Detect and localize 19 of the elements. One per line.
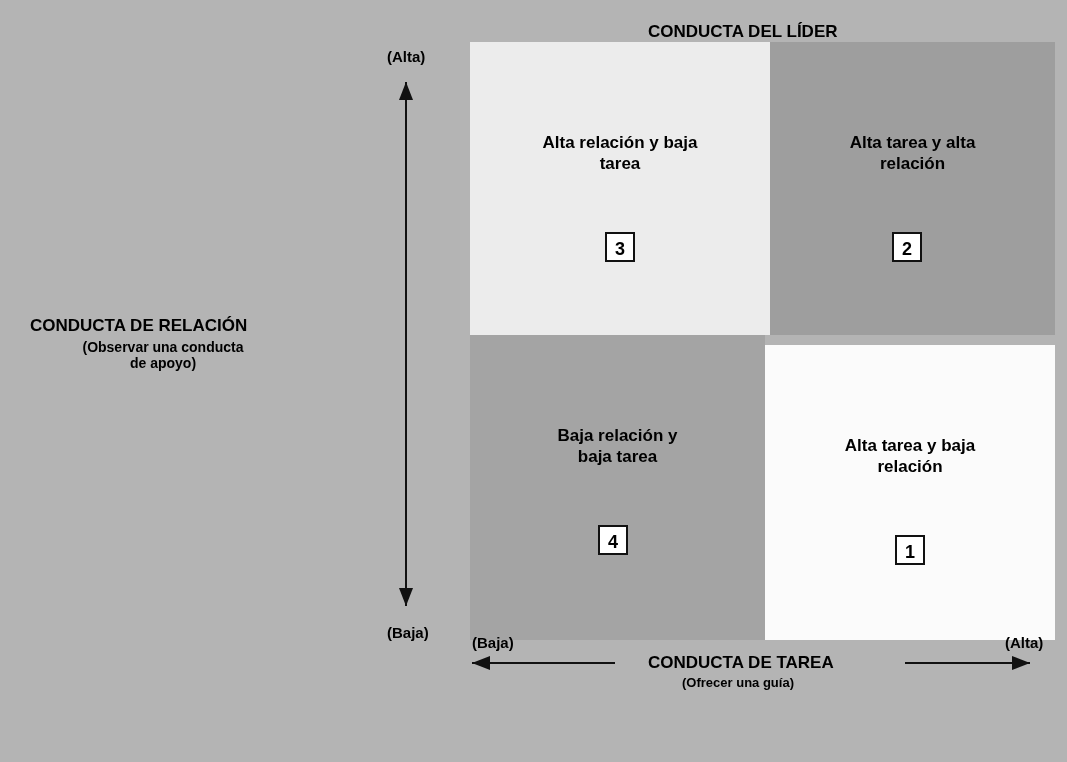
quadrant-number: 3	[605, 232, 635, 262]
axis-subtitle: (Ofrecer una guía)	[682, 675, 794, 690]
axis-end-label: (Alta)	[1005, 634, 1044, 651]
quadrant-label: Alta tarea y baja relación	[843, 435, 977, 477]
quadrant-number: 4	[598, 525, 628, 555]
quadrant-number: 1	[895, 535, 925, 565]
heading: CONDUCTA DEL LÍDER	[648, 22, 838, 42]
quadrant-number: 2	[892, 232, 922, 262]
axis-end-label: (Alta)	[387, 48, 426, 65]
axis-subtitle: (Observar una conducta de apoyo)	[81, 339, 245, 371]
axis-end-label: (Baja)	[387, 624, 429, 641]
quadrant-label: Alta tarea y alta relación	[848, 132, 977, 174]
quadrant-panel	[470, 42, 770, 335]
quadrant-label: Baja relación y baja tarea	[556, 425, 679, 467]
quadrant-panel	[770, 42, 1055, 335]
axis-title: CONDUCTA DE RELACIÓN	[30, 316, 248, 336]
axis-title: CONDUCTA DE TAREA	[648, 653, 834, 673]
axis-end-label: (Baja)	[472, 634, 514, 651]
quadrant-label: Alta relación y baja tarea	[541, 132, 699, 174]
